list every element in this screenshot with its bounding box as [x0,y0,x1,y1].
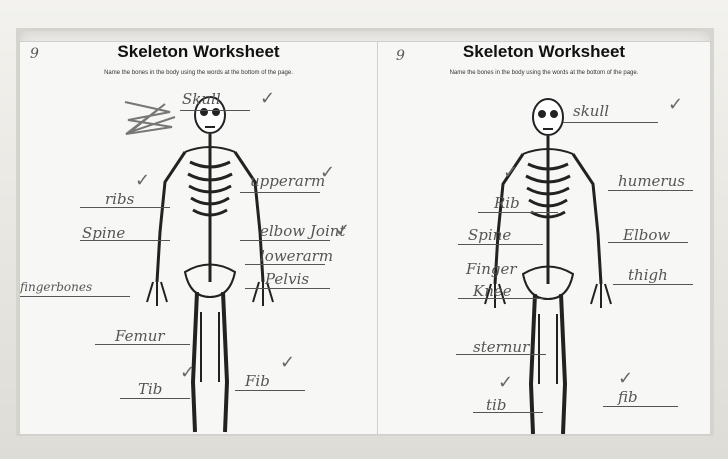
answer-label: Pelvis [265,270,309,288]
whiteboard: 9 Skeleton Worksheet Name the bones in t… [16,28,714,436]
scribble-mark [120,92,180,142]
answer-label: elbow Joint [260,222,345,240]
answer-label: Tib [138,380,162,398]
answer-label: thigh [628,266,668,284]
worksheet-instructions: Name the bones in the body using the wor… [20,70,377,76]
answer-label: fib [618,388,638,406]
check-mark: ✓ [618,368,633,389]
answer-label: Skull [182,90,221,108]
answer-label: Rib [494,194,520,212]
check-mark: ✓ [135,170,150,191]
worksheet-title: Skeleton Worksheet [20,42,377,62]
skeleton-illustration [473,84,623,434]
check-mark: ✓ [668,94,683,115]
check-mark: ✓ [260,88,275,109]
worksheet-right: 9 Skeleton Worksheet Name the bones in t… [378,42,710,434]
answer-label: Fib [245,372,270,390]
check-mark: ✓ [320,162,335,183]
answer-label: skull [573,102,609,120]
answer-label: upperarm [250,172,325,190]
check-mark: ✓ [498,372,513,393]
worksheet-instructions: Name the bones in the body using the wor… [378,70,710,76]
answer-label: fingerbones [20,280,92,294]
answer-label: Femur [115,327,165,345]
worksheet-title: Skeleton Worksheet [378,42,710,62]
answer-label: Spine [468,226,511,244]
check-mark: ✓ [503,162,518,183]
check-mark: ✓ [180,362,195,383]
answer-label: lowerarm [260,247,333,265]
answer-label: Finger [466,260,517,278]
check-mark: ✓ [335,220,350,241]
check-mark: ✓ [280,352,295,373]
worksheet-left: 9 Skeleton Worksheet Name the bones in t… [20,42,377,434]
answer-label: humerus [618,172,685,190]
answer-label: ribs [105,190,134,208]
